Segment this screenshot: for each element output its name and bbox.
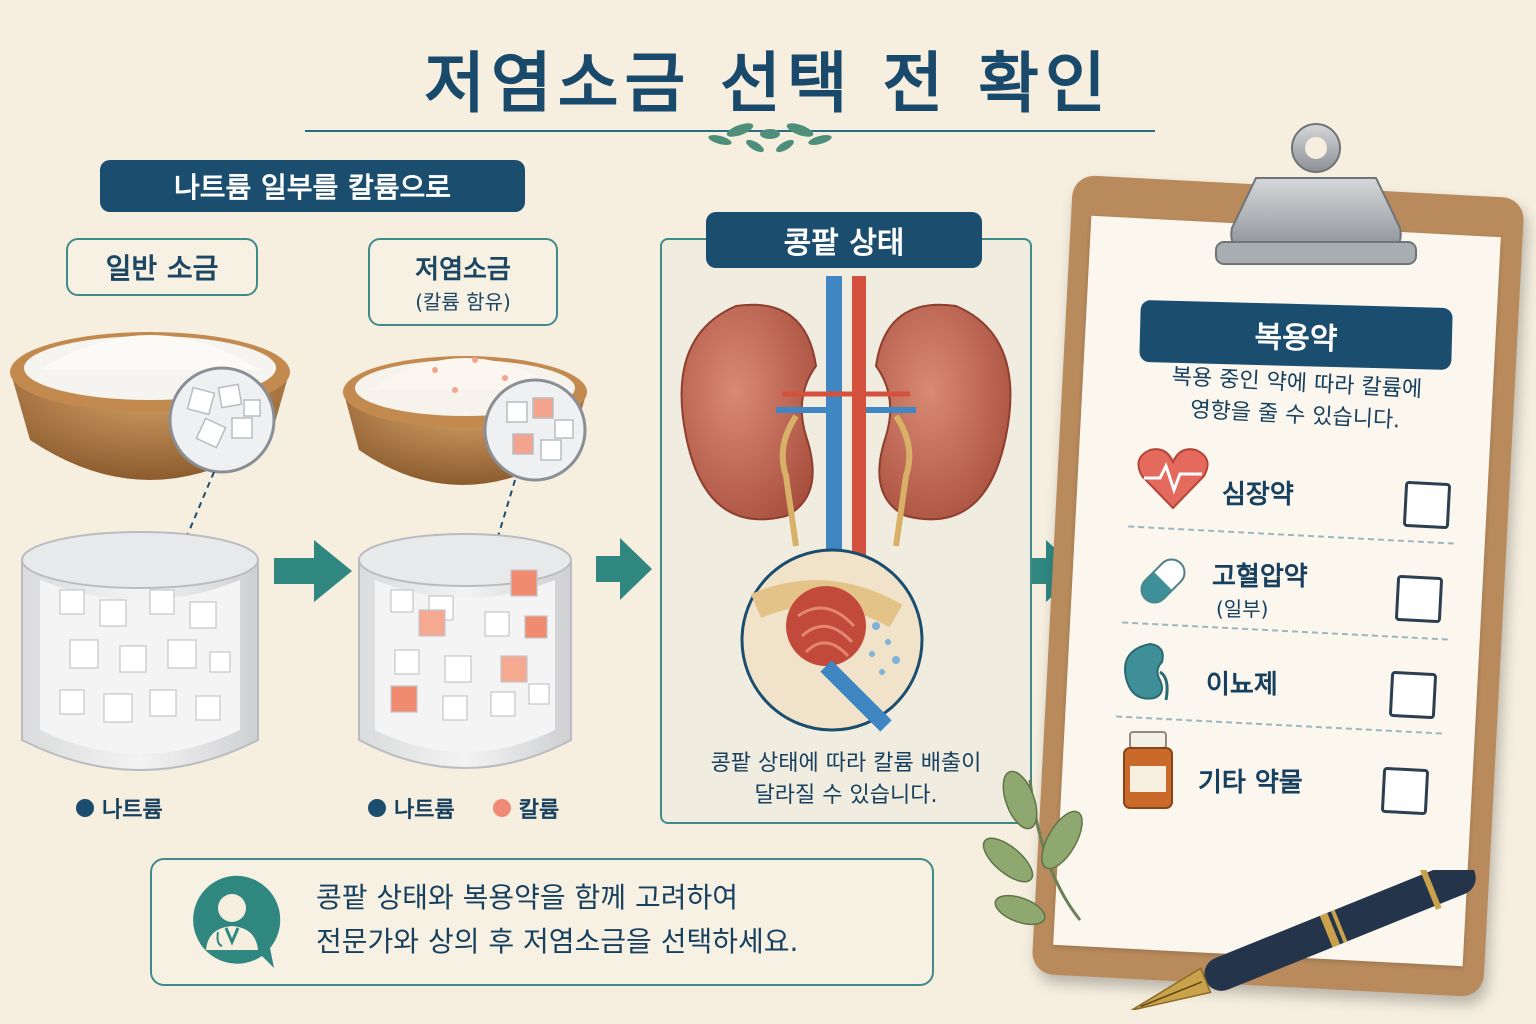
- advice-box: [150, 858, 934, 986]
- advice-line1: 콩팥 상태와 복용약을 함께 고려하여: [316, 881, 739, 914]
- sodium-dot-icon: [368, 799, 386, 817]
- regular-salt-legend: 나트륨: [76, 792, 163, 824]
- checkbox-diuretic[interactable]: [1388, 670, 1438, 720]
- low-sodium-legend: 나트륨 칼륨: [368, 792, 559, 824]
- medication-item-other: 기타 약물: [1198, 768, 1303, 798]
- pill-icon: [1140, 558, 1186, 604]
- kidney-icon: [680, 303, 1012, 521]
- sodium-dot-icon: [76, 799, 94, 817]
- low-sodium-salt-sublabel: (칼륨 함유): [415, 290, 511, 314]
- leaf-ornament-icon: [708, 123, 832, 153]
- arrow-right-icon: [274, 540, 352, 602]
- page-title: 저염소금 선택 전 확인: [424, 44, 1112, 122]
- regular-salt-label: 일반 소금: [66, 238, 258, 296]
- salt-container-icon: [21, 531, 259, 771]
- legend-sodium: 나트륨: [102, 798, 163, 823]
- kidney-illustration: [680, 276, 1012, 732]
- arrow-right-icon: [1016, 540, 1080, 602]
- medication-item-bp: 고혈압약 (일부): [1212, 556, 1308, 622]
- advice-text: 콩팥 상태와 복용약을 함께 고려하여 전문가와 상의 후 저염소금을 선택하세…: [316, 876, 798, 964]
- doctor-icon: [193, 875, 281, 968]
- kidney-caption-line1: 콩팥 상태에 따라 칼륨 배출이: [710, 751, 982, 776]
- salt-bowl-icon: [343, 356, 587, 485]
- section-label: 나트륨 일부를 칼륨으로: [100, 160, 525, 212]
- arrow-right-icon: [596, 538, 652, 600]
- magnifier-circle: [168, 366, 276, 474]
- checkbox-other-medication[interactable]: [1380, 766, 1430, 816]
- kidney-icon: [1124, 642, 1169, 701]
- fountain-pen-icon: [1131, 870, 1476, 1010]
- kidney-caption: 콩팥 상태에 따라 칼륨 배출이 달라질 수 있습니다.: [660, 748, 1032, 812]
- medicine-bottle-icon: [1123, 731, 1173, 809]
- low-sodium-salt-illustration: [343, 356, 587, 769]
- checkbox-bp-medication[interactable]: [1394, 574, 1444, 624]
- medications-title: 복용약: [1139, 299, 1453, 371]
- clipboard-clip-icon: [1215, 123, 1417, 265]
- low-sodium-salt-label: 저염소금 (칼륨 함유): [368, 238, 558, 326]
- advice-line2: 전문가와 상의 후 저염소금을 선택하세요.: [316, 925, 799, 958]
- legend-sodium: 나트륨: [394, 798, 455, 823]
- legend-potassium: 칼륨: [518, 798, 560, 823]
- regular-salt-label-text: 일반 소금: [105, 252, 219, 285]
- medication-item-bp-sublabel: (일부): [1216, 597, 1269, 621]
- medication-item-diuretic: 이뇨제: [1206, 670, 1278, 700]
- checkbox-heart-medication[interactable]: [1402, 480, 1452, 530]
- leaves-icon: [982, 770, 1083, 926]
- salt-container-icon: [358, 533, 572, 769]
- low-sodium-salt-title: 저염소금: [415, 255, 511, 285]
- kidney-caption-line2: 달라질 수 있습니다.: [754, 783, 938, 808]
- regular-salt-illustration: [10, 332, 290, 771]
- medication-item-heart: 심장약: [1222, 480, 1294, 510]
- medication-item-bp-label: 고혈압약: [1212, 562, 1308, 592]
- potassium-dot-icon: [492, 799, 511, 817]
- heart-icon: [1137, 448, 1209, 510]
- kidney-title: 콩팥 상태: [706, 212, 982, 268]
